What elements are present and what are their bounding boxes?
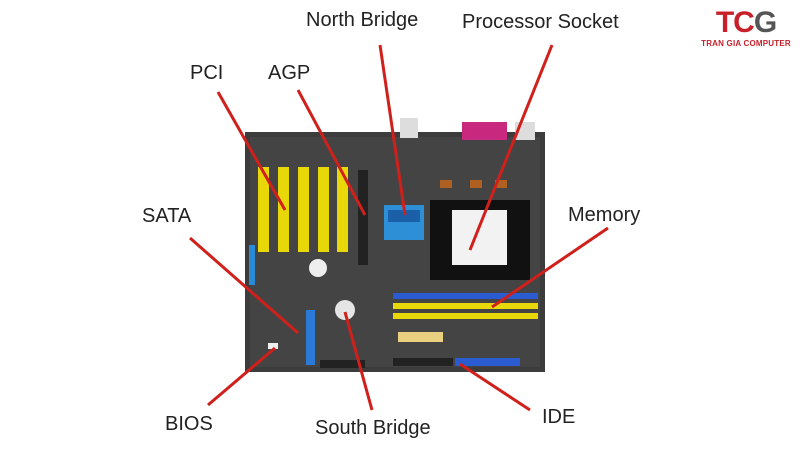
ide-pointer [459,362,531,412]
bios-pointer [207,346,276,407]
parallel-port [462,122,507,140]
processor-socket-pointer [468,44,554,251]
sata-pointer [189,236,299,335]
logo-mark: TCG [715,6,777,39]
bios-chip [268,343,278,349]
label-pci: PCI [190,62,224,84]
south-bridge [335,300,355,320]
logo-text: TRAN GIA COMPUTER [701,39,791,48]
south-bridge-pointer [343,311,374,411]
memory-slots [393,293,538,319]
label-memory: Memory [568,204,641,226]
cpu-socket [452,210,507,265]
label-north-bridge: North Bridge [306,9,419,31]
label-sata: SATA [142,205,192,227]
agp-slot [358,170,368,265]
label-agp: AGP [268,62,311,84]
agp-pointer [296,89,367,216]
pci-pointer [216,91,287,211]
north-bridge-pointer [378,44,407,216]
label-bios: BIOS [165,413,213,435]
label-ide: IDE [542,406,576,428]
sata-connector [306,310,315,365]
pointer-lines [189,44,609,412]
memory-pointer [491,226,609,309]
tcg-logo: TCG TRAN GIA COMPUTER [700,6,792,49]
label-processor-socket: Processor Socket [462,11,619,33]
label-south-bridge: South Bridge [315,417,431,439]
ide-connector [455,358,520,366]
